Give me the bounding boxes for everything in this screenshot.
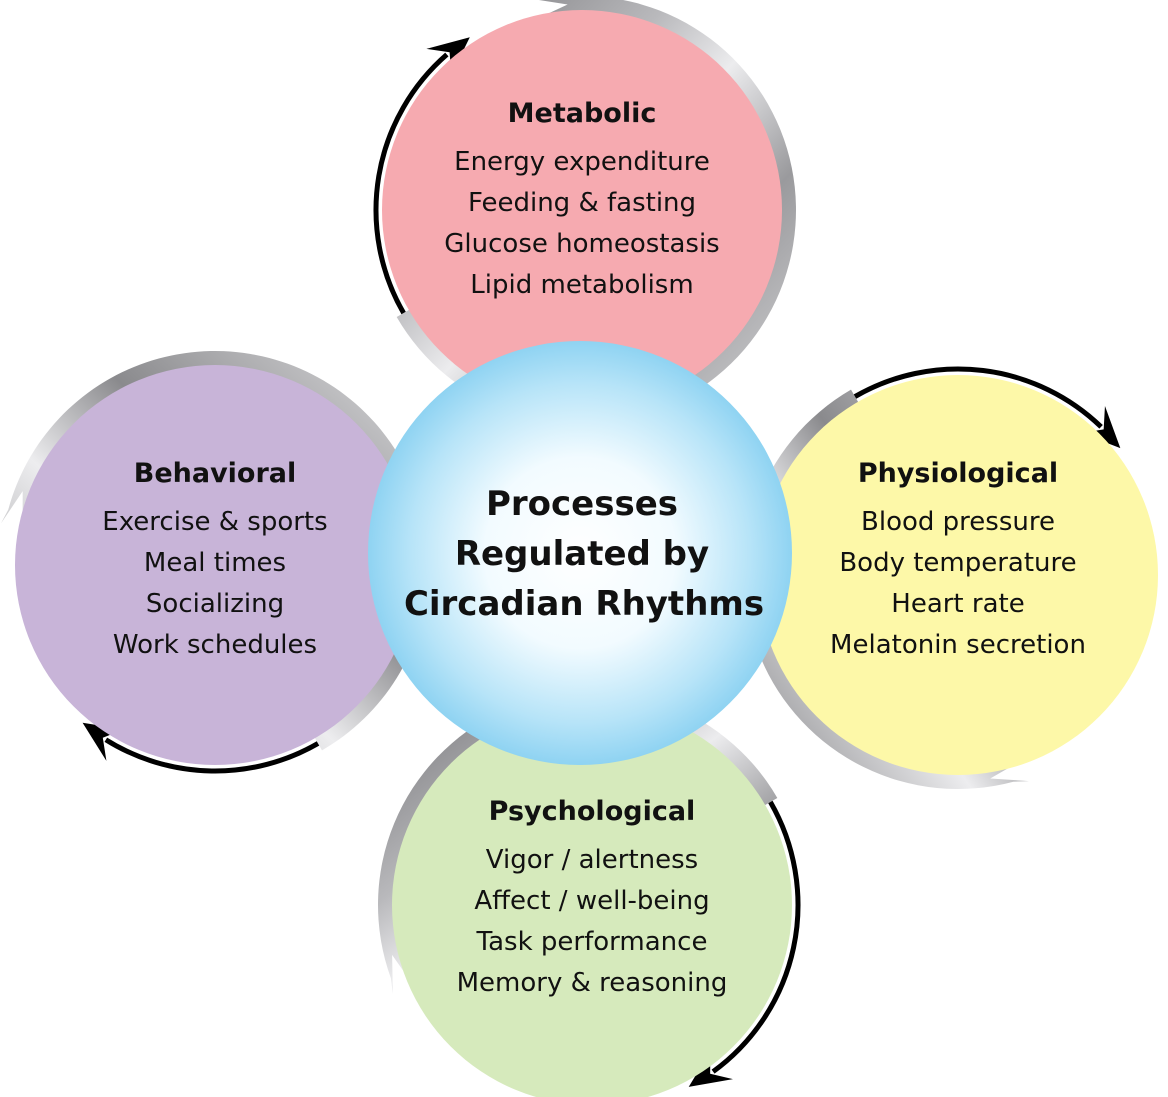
physiological-circle <box>758 375 1158 775</box>
physiological-item: Melatonin secretion <box>830 630 1086 660</box>
psychological-arrowhead-icon <box>688 1051 733 1087</box>
behavioral-circle <box>15 365 415 765</box>
metabolic-arrowhead-icon <box>426 37 470 75</box>
metabolic-item: Lipid metabolism <box>470 270 693 300</box>
behavioral-item: Exercise & sports <box>102 507 327 537</box>
metabolic-item: Energy expenditure <box>454 147 710 177</box>
metabolic-item: Glucose homeostasis <box>444 229 719 259</box>
metabolic-circle <box>382 10 782 410</box>
physiological-title: Physiological <box>858 458 1058 489</box>
psychological-title: Psychological <box>489 796 696 827</box>
behavioral-title: Behavioral <box>134 458 297 489</box>
center-title-line-3: Circadian Rhythms <box>404 584 764 624</box>
behavioral-arrow-arc <box>104 737 320 774</box>
metabolic-item: Feeding & fasting <box>468 188 696 218</box>
metabolic-title: Metabolic <box>508 98 657 129</box>
psychological-arrow-arc <box>711 800 801 1074</box>
psychological-item: Memory & reasoning <box>457 968 728 998</box>
psychological-circle <box>392 705 792 1097</box>
physiological-arrowhead-icon <box>1081 405 1121 449</box>
behavioral-item: Work schedules <box>113 630 317 660</box>
behavioral-item: Socializing <box>146 589 284 619</box>
center-title-line-2: Regulated by <box>455 534 709 574</box>
metabolic-arrow-arc <box>373 52 449 315</box>
center-node: Processes Regulated by Circadian Rhythms <box>368 341 792 765</box>
center-title-line-1: Processes <box>486 484 678 524</box>
center-circle <box>368 341 792 765</box>
physiological-item: Blood pressure <box>861 507 1055 537</box>
psychological-item: Vigor / alertness <box>486 845 698 875</box>
psychological-item: Task performance <box>476 927 708 957</box>
physiological-arrow-arc <box>853 366 1103 429</box>
behavioral-item: Meal times <box>144 548 286 578</box>
physiological-item: Heart rate <box>891 589 1024 619</box>
physiological-item: Body temperature <box>839 548 1076 578</box>
psychological-item: Affect / well-being <box>474 886 709 916</box>
